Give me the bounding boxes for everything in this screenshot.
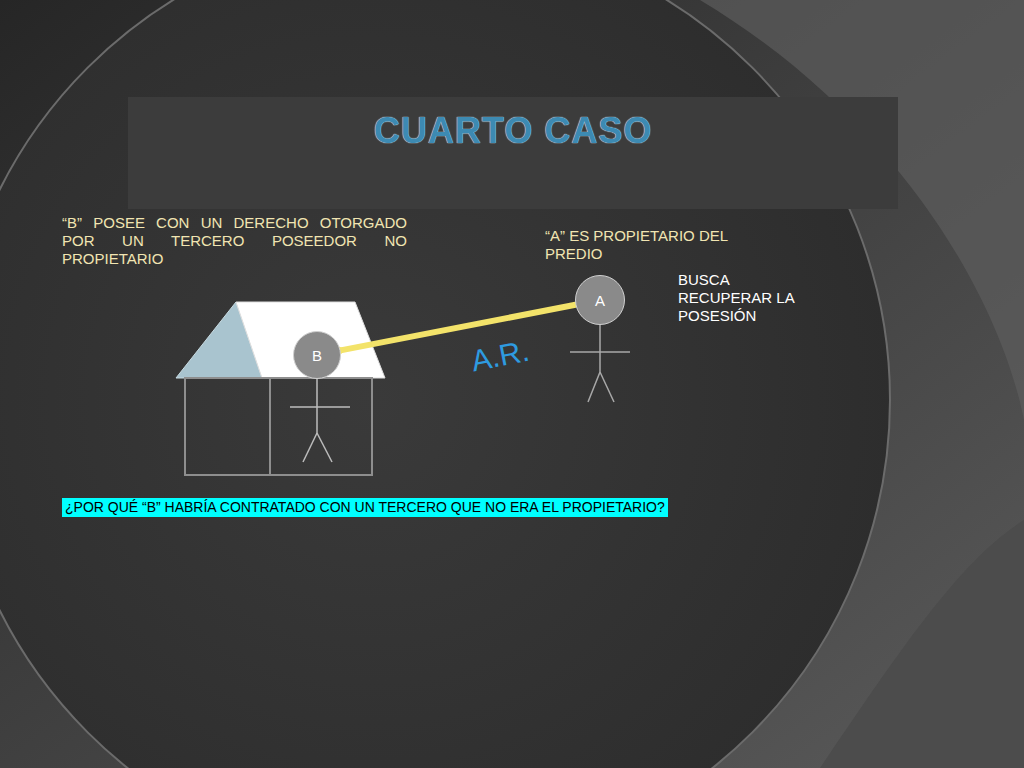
description-text: “A” ES PROPIETARIO DEL PREDIO: [545, 227, 745, 263]
title-band: [128, 97, 898, 209]
figure-arms: [570, 351, 630, 353]
figure-arms: [290, 406, 350, 408]
question-highlight: ¿POR QUÉ “B” HABRÍA CONTRATADO CON UN TE…: [62, 498, 668, 517]
figure-leg: [303, 433, 317, 462]
figure-leg: [588, 372, 600, 402]
decor-arc: [820, 520, 1024, 768]
house-wall: [185, 378, 372, 475]
figure-leg: [600, 372, 614, 402]
node-label: A: [595, 292, 605, 309]
house-roof: [236, 302, 385, 378]
note-text: BUSCA RECUPERAR LA POSESIÓN: [678, 271, 818, 325]
person-circle: A: [575, 275, 625, 325]
stick-figure: [290, 379, 350, 462]
arrow-connector: [341, 305, 576, 351]
stick-figure: [570, 325, 630, 402]
house-illustration: [176, 302, 385, 475]
person-circle: B: [293, 331, 341, 379]
figure-leg: [317, 433, 332, 462]
house-wall: [269, 378, 271, 475]
figure-body: [599, 325, 601, 372]
description-text: “B” POSEE CON UN DERECHO OTORGADO POR UN…: [62, 214, 407, 268]
node-label: B: [312, 347, 322, 364]
figure-body: [316, 379, 318, 433]
slide-title: CUARTO CASO: [128, 110, 898, 152]
